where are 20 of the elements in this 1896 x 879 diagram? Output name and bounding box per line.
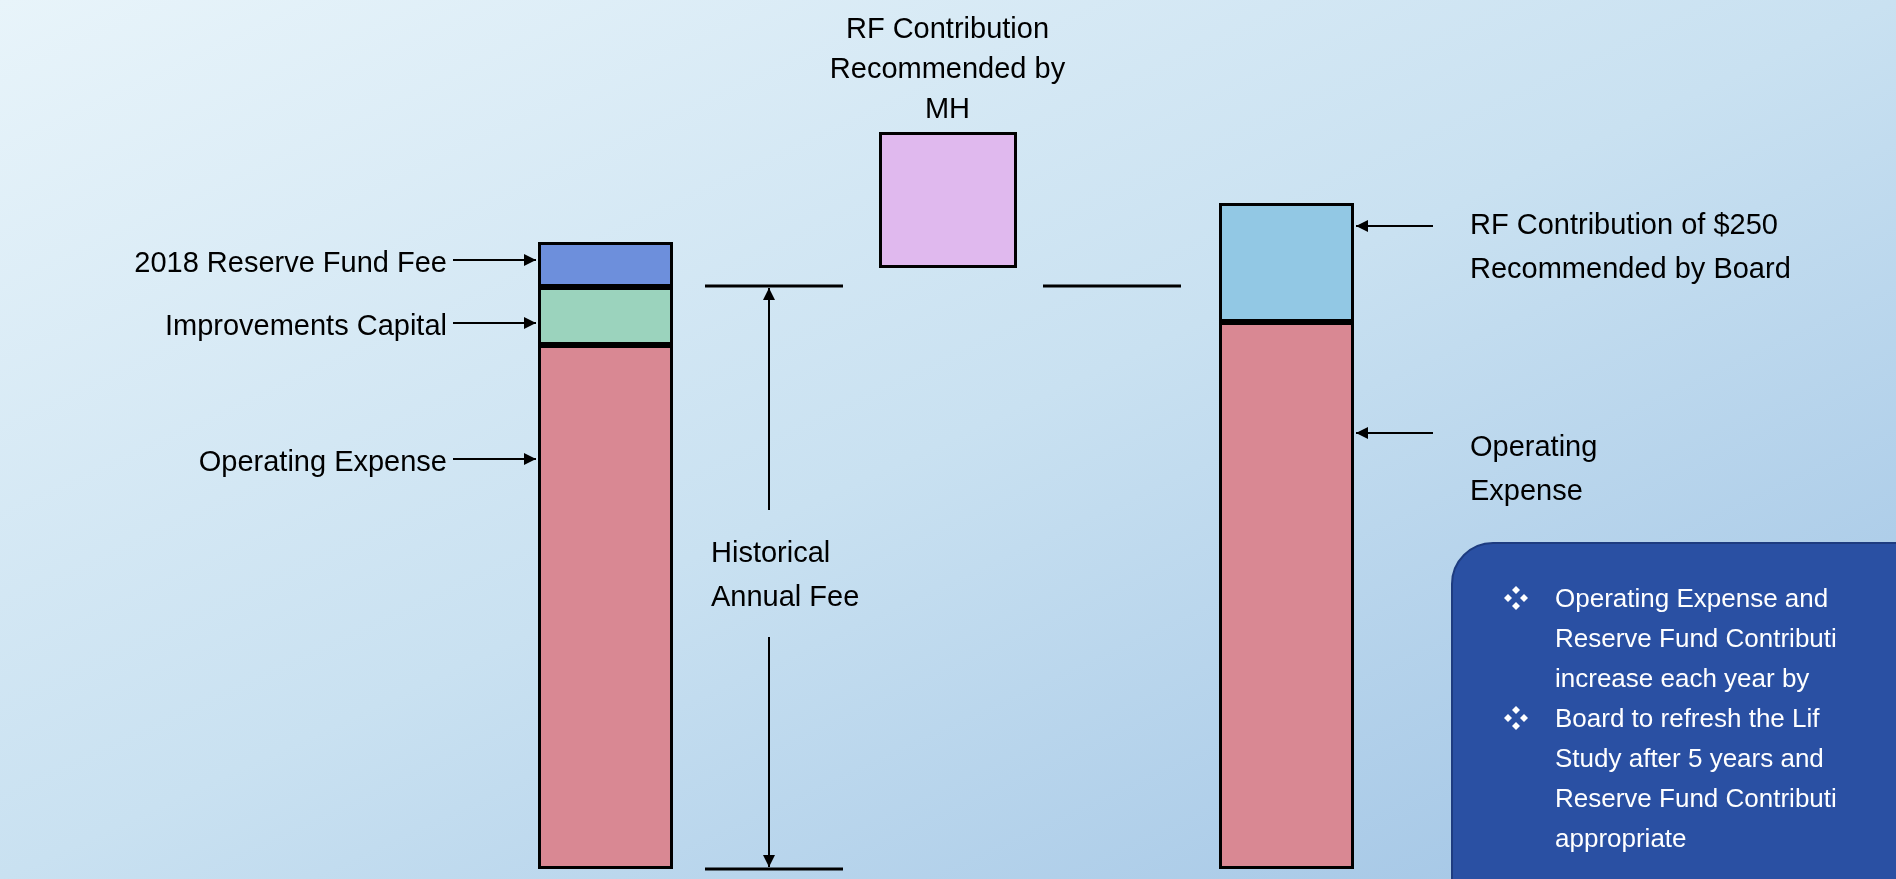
arrow — [452, 317, 537, 329]
box-heading: RF Contribution Recommended by MH — [828, 11, 1067, 126]
arrow — [452, 254, 537, 266]
arrow — [1355, 427, 1434, 439]
dimension-label: Historical Annual Fee — [711, 535, 861, 614]
bar-label: Improvements Capital — [164, 308, 447, 343]
bar-segment — [538, 242, 673, 287]
bar-label: Operating Expense — [1470, 429, 1599, 508]
bar-label: RF Contribution of $250 Recommended by Board — [1470, 207, 1792, 286]
note-text: Board to refresh the Lif Study after 5 years and Reserve Fund Contributi appropriate — [1555, 702, 1838, 855]
bar-segment — [1219, 203, 1354, 322]
bar-label: 2018 Reserve Fund Fee — [134, 245, 447, 280]
bar-segment — [538, 345, 673, 869]
note-panel — [1451, 542, 1896, 879]
bar-label: Operating Expense — [198, 444, 447, 479]
bar-segment — [538, 287, 673, 345]
arrow — [1355, 220, 1434, 232]
arrow — [452, 453, 537, 465]
note-text: Operating Expense and Reserve Fund Contributi increase each year by — [1555, 582, 1838, 695]
bar-segment — [1219, 322, 1354, 869]
